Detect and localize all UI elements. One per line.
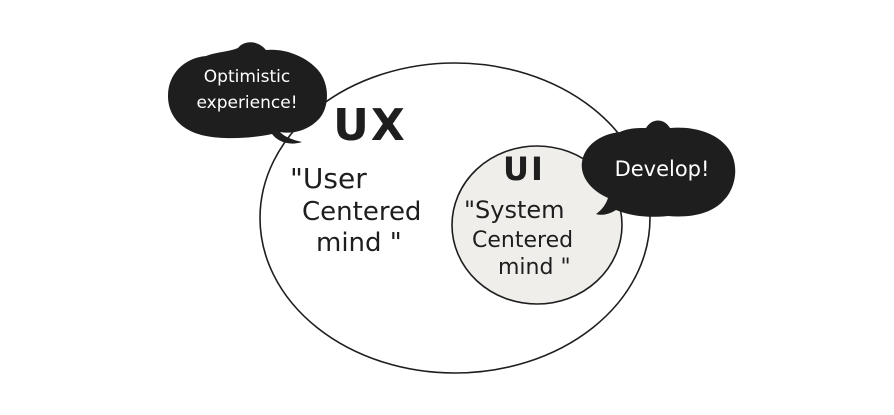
ui-caption-line-3: mind " bbox=[498, 255, 571, 280]
ui-label: UI bbox=[503, 150, 545, 188]
speech-bubble-develop-line-1: Develop! bbox=[615, 157, 710, 181]
ux-caption: "User Centered mind " bbox=[290, 162, 421, 258]
speech-bubble-develop-shape bbox=[581, 120, 736, 217]
ux-label: UX bbox=[333, 100, 407, 151]
ux-caption-line-1: "User bbox=[290, 162, 367, 195]
ux-caption-line-3: mind " bbox=[316, 228, 402, 258]
speech-bubble-optimistic: Optimistic experience! bbox=[168, 42, 327, 144]
ui-caption-line-2: Centered bbox=[472, 228, 573, 253]
speech-bubble-optimistic-shape bbox=[168, 42, 327, 144]
ui-circle bbox=[451, 145, 623, 305]
speech-bubble-optimistic-line-1: Optimistic bbox=[204, 67, 290, 87]
ux-caption-line-2: Centered bbox=[302, 197, 421, 227]
ui-caption: "System Centered mind " bbox=[464, 196, 573, 280]
speech-bubble-optimistic-line-2: experience! bbox=[196, 93, 297, 113]
ui-caption-line-1: "System bbox=[464, 196, 565, 224]
speech-bubble-develop: Develop! bbox=[581, 120, 736, 217]
